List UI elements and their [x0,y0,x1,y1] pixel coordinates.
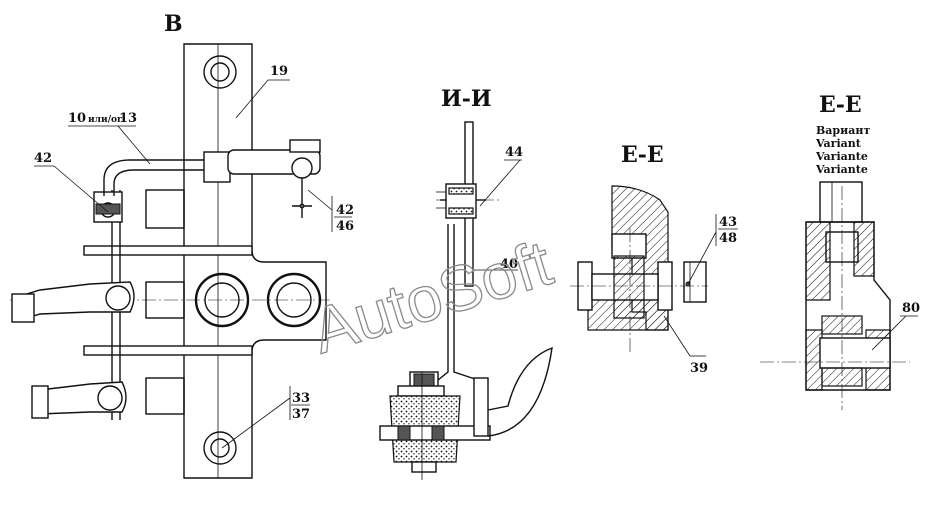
callout-10: 10 [68,111,86,126]
bottom-hole [203,431,237,465]
valve-block-1 [145,189,185,229]
section-ii-title: И-И [441,86,492,112]
callout-33: 33 [292,391,310,406]
bent-pipe [103,159,208,196]
variant-ru: Вариант [816,124,870,137]
view-b: В [10,11,354,479]
watermark: AutoSoft [304,226,560,367]
section-ee1-title: Е-Е [621,142,664,168]
callout-42b: 42 [336,203,354,218]
callout-13: 13 [119,111,137,126]
callout-37: 37 [292,407,310,422]
callout-80: 80 [902,301,920,316]
lower-rail [83,345,253,356]
section-ee-1: Е-Е 43 48 39 [570,142,738,376]
upper-rail [83,245,253,256]
variant-en: Variant [815,137,862,150]
variant-de: Variante [815,150,868,163]
pedal-arc [487,346,553,437]
callout-44: 44 [505,145,523,160]
section-ee2-title: Е-Е [819,92,862,118]
callout-48: 48 [719,231,737,246]
top-hole [203,55,237,89]
view-b-title: В [164,11,183,37]
valve-block-3 [145,377,185,415]
callout-40: 40 [500,257,518,272]
outlet-fitting-middle [19,281,135,321]
valve-block-2 [145,281,185,319]
callout-39: 39 [690,361,708,376]
section-ii: И-И 44 40 [379,86,553,480]
callout-43: 43 [719,215,737,230]
callout-or: или/or [88,115,122,125]
section-ee-2: Е-Е Вариант Variant Variante Variante 80 [760,92,920,410]
variant-es: Variante [815,163,868,176]
top-valve [203,151,231,183]
rod [437,224,449,381]
callout-46: 46 [336,219,354,234]
callout-19: 19 [270,64,288,79]
callout-42: 42 [34,151,52,166]
